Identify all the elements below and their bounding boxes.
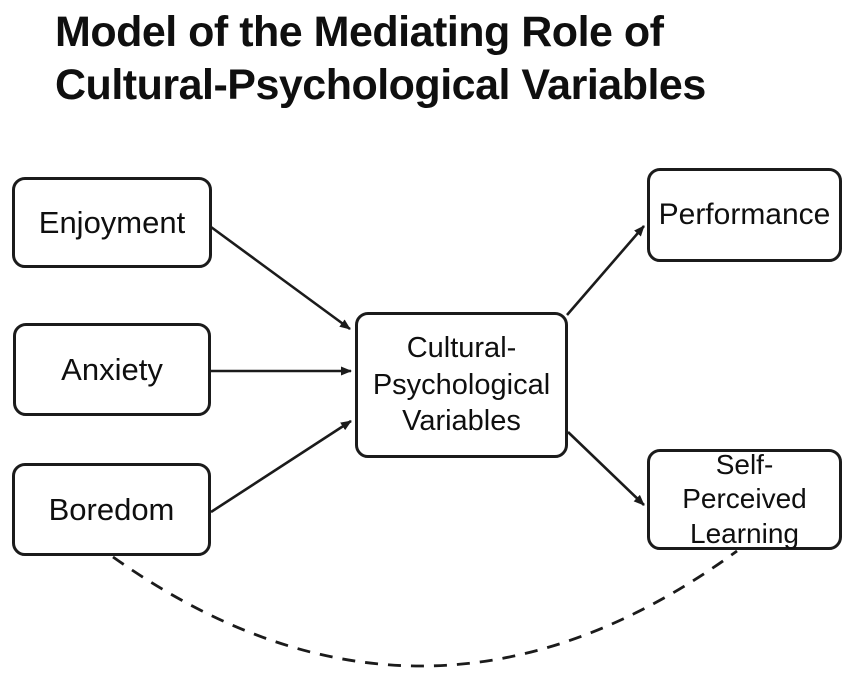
node-anxiety-label: Anxiety	[61, 351, 163, 387]
node-self-perceived-learning-label: Self-Perceived Learning	[682, 449, 807, 549]
diagram-title-line1: Model of the Mediating Role of	[55, 8, 664, 56]
node-anxiety: Anxiety	[13, 323, 211, 416]
node-performance-label: Performance	[658, 198, 831, 231]
node-boredom-label: Boredom	[48, 491, 175, 527]
node-enjoyment-label: Enjoyment	[38, 204, 186, 240]
edge-mediator-to-performance	[566, 225, 645, 316]
node-cultural-psychological-variables: Cultural-Psychological Variables	[355, 312, 568, 458]
edge-mediator-to-self-perceived-learning	[567, 431, 645, 506]
edge-boredom-to-mediator	[210, 419, 352, 514]
node-enjoyment: Enjoyment	[12, 177, 212, 268]
node-performance: Performance	[647, 168, 842, 262]
diagram-title-line2: Cultural-Psychological Variables	[55, 60, 706, 109]
node-boredom: Boredom	[12, 463, 211, 556]
edge-boredom-to-self-perceived-learning-dashed	[112, 549, 738, 668]
node-self-perceived-learning: Self-Perceived Learning	[647, 449, 842, 550]
edge-enjoyment-to-mediator	[210, 225, 351, 331]
node-cultural-psychological-variables-label: Cultural-Psychological Variables	[372, 332, 551, 438]
diagram-title: Model of the Mediating Role of Cultural-…	[55, 6, 795, 112]
